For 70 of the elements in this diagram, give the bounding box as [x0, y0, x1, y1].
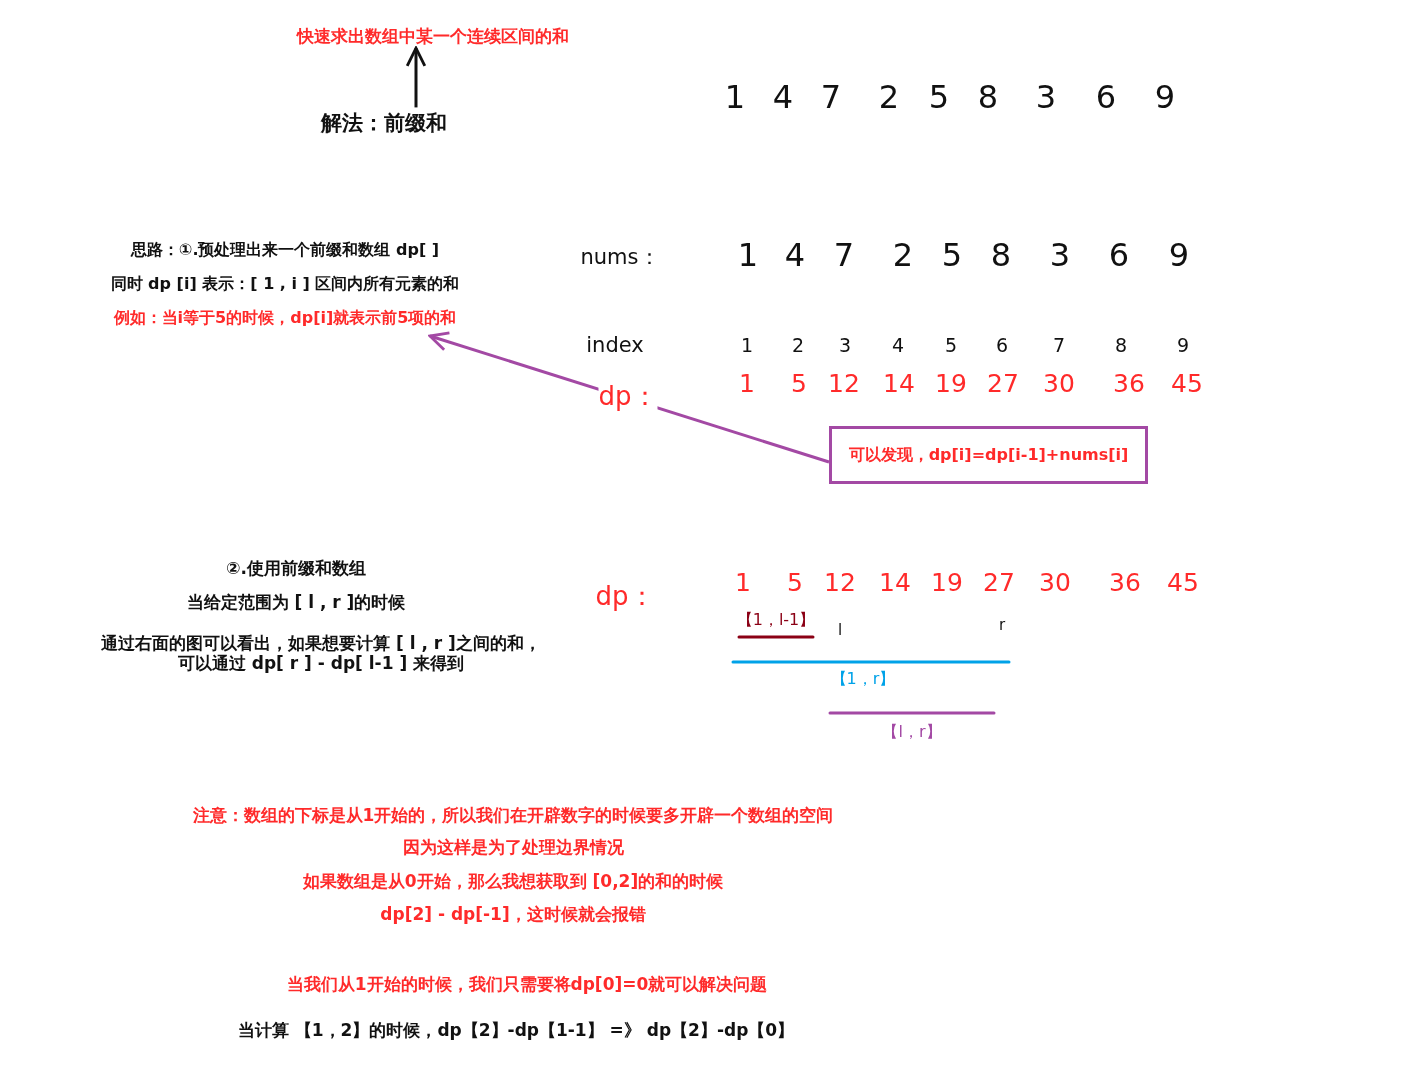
number: 12: [824, 568, 856, 598]
arrow: [405, 46, 427, 108]
number: 5: [787, 568, 803, 598]
range-label: 【1，r】: [830, 669, 896, 689]
number: 2: [892, 235, 914, 275]
note-text: 当计算 【1，2】的时候，dp【2】-dp【1-1】 =》 dp【2】-dp【0】: [237, 1019, 795, 1041]
heading-text: 快速求出数组中某一个连续区间的和: [297, 25, 569, 47]
number: 8: [990, 235, 1012, 275]
number: 8: [1114, 333, 1128, 357]
number: 30: [1043, 369, 1075, 399]
number: 4: [891, 333, 905, 357]
number: 8: [977, 77, 999, 117]
number: 27: [983, 568, 1015, 598]
number: 9: [1168, 235, 1190, 275]
number: 4: [772, 77, 794, 117]
note-text: 通过右面的图可以看出，如果想要计算 [ l , r ]之间的和，可以通过 dp[ r ] - dp[ l-1 ] 来得到: [101, 632, 541, 674]
number: 12: [828, 369, 860, 399]
number: 2: [791, 333, 805, 357]
row-label: index: [586, 333, 644, 359]
note-text: 同时 dp [i] 表示：[ 1 , i ] 区间内所有元素的和: [110, 274, 460, 294]
formula-box: [829, 426, 1148, 484]
range-label: 【1，l-1】: [736, 610, 816, 630]
number: 3: [1049, 235, 1071, 275]
number: 7: [833, 235, 855, 275]
row-label: dp：: [595, 581, 655, 613]
number: 5: [944, 333, 958, 357]
note-text: 因为这样是为了处理边界情况: [402, 836, 624, 858]
number: 6: [1108, 235, 1130, 275]
number: 5: [941, 235, 963, 275]
note-text: dp[2] - dp[-1]，这时候就会报错: [380, 903, 646, 925]
number: 45: [1167, 568, 1199, 598]
formula-text: 可以发现，dp[i]=dp[i-1]+nums[i]: [848, 445, 1129, 465]
number: 6: [995, 333, 1009, 357]
number: 6: [1095, 77, 1117, 117]
number: 30: [1039, 568, 1071, 598]
number: 45: [1171, 369, 1203, 399]
number: 1: [739, 369, 755, 399]
note-text: 如果数组是从0开始，那么我想获取到 [0,2]的和的时候: [302, 870, 724, 892]
number: 1: [740, 333, 754, 357]
heading-text: ②.使用前缀和数组: [226, 557, 366, 579]
number: 1: [737, 235, 759, 275]
number: 1: [724, 77, 746, 117]
range-label: l: [837, 621, 843, 639]
number: 2: [878, 77, 900, 117]
note-text: 思路：①.预处理出来一个前缀和数组 dp[ ]: [130, 240, 440, 260]
number: 1: [735, 568, 751, 598]
number: 27: [987, 369, 1019, 399]
number: 14: [879, 568, 911, 598]
number: 14: [883, 369, 915, 399]
number: 3: [1035, 77, 1057, 117]
heading-text: 解法：前缀和: [321, 111, 447, 137]
range-label: r: [998, 616, 1006, 634]
number: 9: [1176, 333, 1190, 357]
note-text: 当给定范围为 [ l , r ]的时候: [186, 591, 406, 613]
number: 9: [1154, 77, 1176, 117]
number: 7: [820, 77, 842, 117]
note-text: 注意：数组的下标是从1开始的，所以我们在开辟数字的时候要多开辟一个数组的空间: [192, 804, 834, 826]
number: 5: [791, 369, 807, 399]
number: 5: [928, 77, 950, 117]
example-text: 例如：当i等于5的时候，dp[i]就表示前5项的和: [113, 308, 457, 328]
number: 19: [931, 568, 963, 598]
range-label: 【l，r】: [882, 722, 942, 742]
number: 36: [1109, 568, 1141, 598]
number: 4: [784, 235, 806, 275]
number: 36: [1113, 369, 1145, 399]
note-text: 当我们从1开始的时候，我们只需要将dp[0]=0就可以解决问题: [286, 973, 768, 995]
row-label: nums：: [580, 245, 660, 271]
number: 19: [935, 369, 967, 399]
number: 7: [1052, 333, 1066, 357]
number: 3: [838, 333, 852, 357]
